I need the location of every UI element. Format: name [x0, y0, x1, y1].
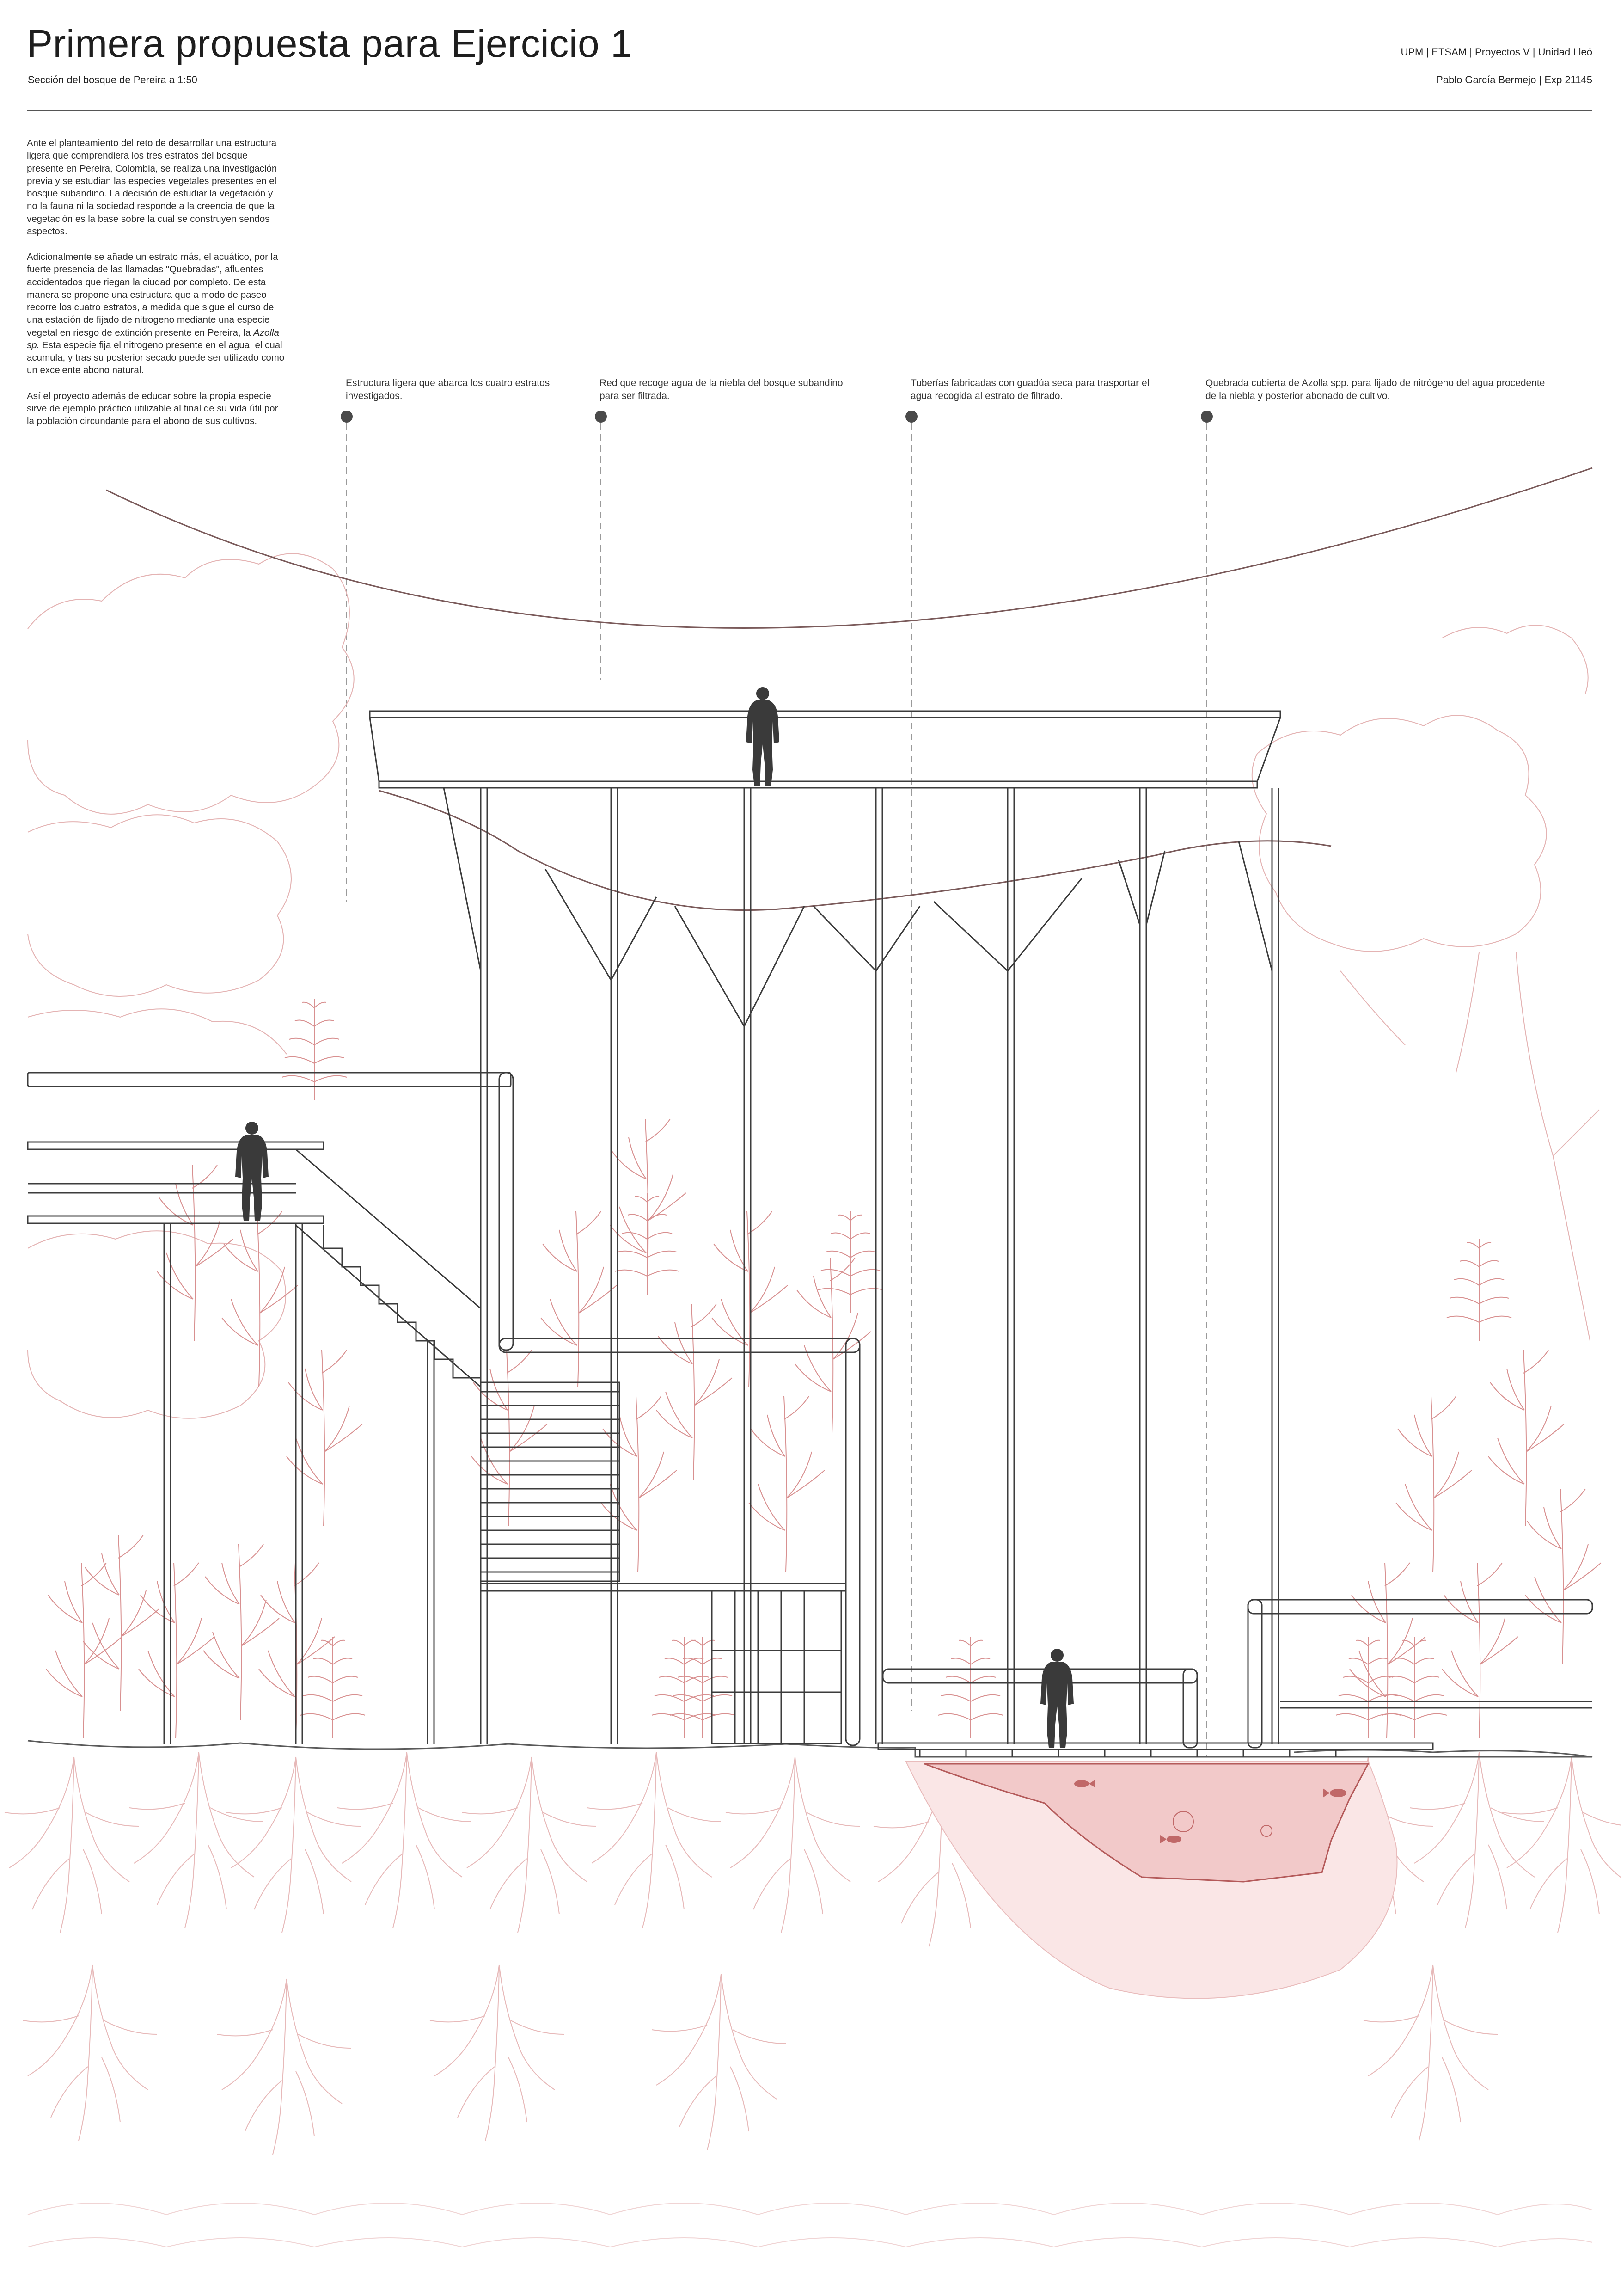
intro-species-name: Azolla sp.: [27, 327, 279, 350]
fog-net-cable: [106, 467, 1593, 629]
intro-paragraph-3: Así el proyecto además de educar sobre l…: [27, 390, 278, 427]
annotation-stream: Quebrada cubierta de Azolla spp. para fi…: [1205, 378, 1545, 402]
annotation-structure: Estructura ligera que abarca los cuatro …: [346, 378, 550, 402]
person-silhouette-icon: [235, 1122, 269, 1221]
vegetation-layer: [46, 998, 1602, 1739]
annotation-pipes: Tuberías fabricadas con guadúa seca para…: [911, 378, 1150, 402]
intro-paragraph-2: Adicionalmente se añade un estrato más, …: [27, 251, 286, 377]
annotation-fog-net: Red que recoge agua de la niebla del bos…: [599, 378, 843, 402]
bamboo-structure: [27, 710, 1593, 1757]
fish-icon: [1074, 1780, 1095, 1788]
intro-paragraph-2-before: Adicionalmente se añade un estrato más, …: [27, 252, 278, 338]
callout-dot-icon: [1201, 411, 1213, 1757]
school-line: UPM | ETSAM | Proyectos V | Unidad Lleó: [1401, 46, 1592, 58]
person-silhouette-icon: [1040, 1649, 1074, 1748]
fish-icon: [1323, 1788, 1346, 1798]
intro-paragraph-2-after: Esta especie fija el nitrogeno presente …: [27, 339, 285, 376]
ground-line: [27, 1740, 1593, 1758]
background-trees: [27, 553, 1600, 1419]
person-silhouette-icon: [746, 687, 779, 786]
callout-markers: [341, 411, 1213, 1757]
fish-icon: [1160, 1835, 1181, 1843]
header-divider: [27, 110, 1592, 111]
sheet-title: Primera propuesta para Ejercicio 1: [27, 22, 633, 65]
stream-basin: [905, 1761, 1398, 1999]
sheet-subtitle: Sección del bosque de Pereira a 1:50: [28, 74, 197, 86]
callout-dot-icon: [595, 411, 607, 680]
bedrock-texture: [27, 2203, 1593, 2248]
callout-dot-icon: [905, 411, 918, 1711]
callout-dot-icon: [341, 411, 353, 902]
intro-paragraph-1: Ante el planteamiento del reto de desarr…: [27, 138, 277, 237]
intro-text: Ante el planteamiento del reto de desarr…: [27, 137, 286, 440]
author-line: Pablo García Bermejo | Exp 21145: [1436, 74, 1592, 86]
